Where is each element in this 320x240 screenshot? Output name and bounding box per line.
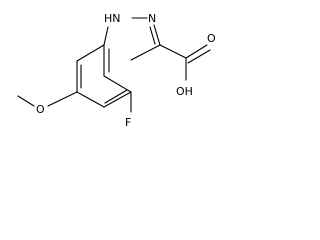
bond-c5-c6 <box>76 91 105 108</box>
bond-c3-c3a <box>130 44 161 61</box>
atom-label-f: F <box>125 116 131 129</box>
bond-c7-c7a <box>76 44 105 62</box>
atom-label-nh: HN <box>104 12 121 25</box>
molecule-diagram: HN N OH O F O <box>17 12 216 129</box>
bond-c4-c5-inner <box>104 89 128 104</box>
bond-cooh-carbonyl-inner <box>187 49 211 64</box>
atom-label-o-carbonyl: O <box>207 32 216 45</box>
bond-c6-o <box>47 91 78 107</box>
atom-label-oh: OH <box>176 85 193 98</box>
bond-cooh-carbonyl <box>185 44 208 59</box>
bond-n2-c3-inner <box>149 26 156 45</box>
bond-n2-c3 <box>153 24 161 46</box>
bond-o-ch3 <box>17 95 35 107</box>
bond-c4-c5 <box>103 91 132 108</box>
bond-c3a-c4 <box>103 75 132 93</box>
bond-c3-cooh <box>159 44 187 59</box>
bond-c7a-n1 <box>103 26 109 46</box>
atom-label-o-methoxy: O <box>36 103 45 116</box>
atom-label-n: N <box>148 12 156 25</box>
